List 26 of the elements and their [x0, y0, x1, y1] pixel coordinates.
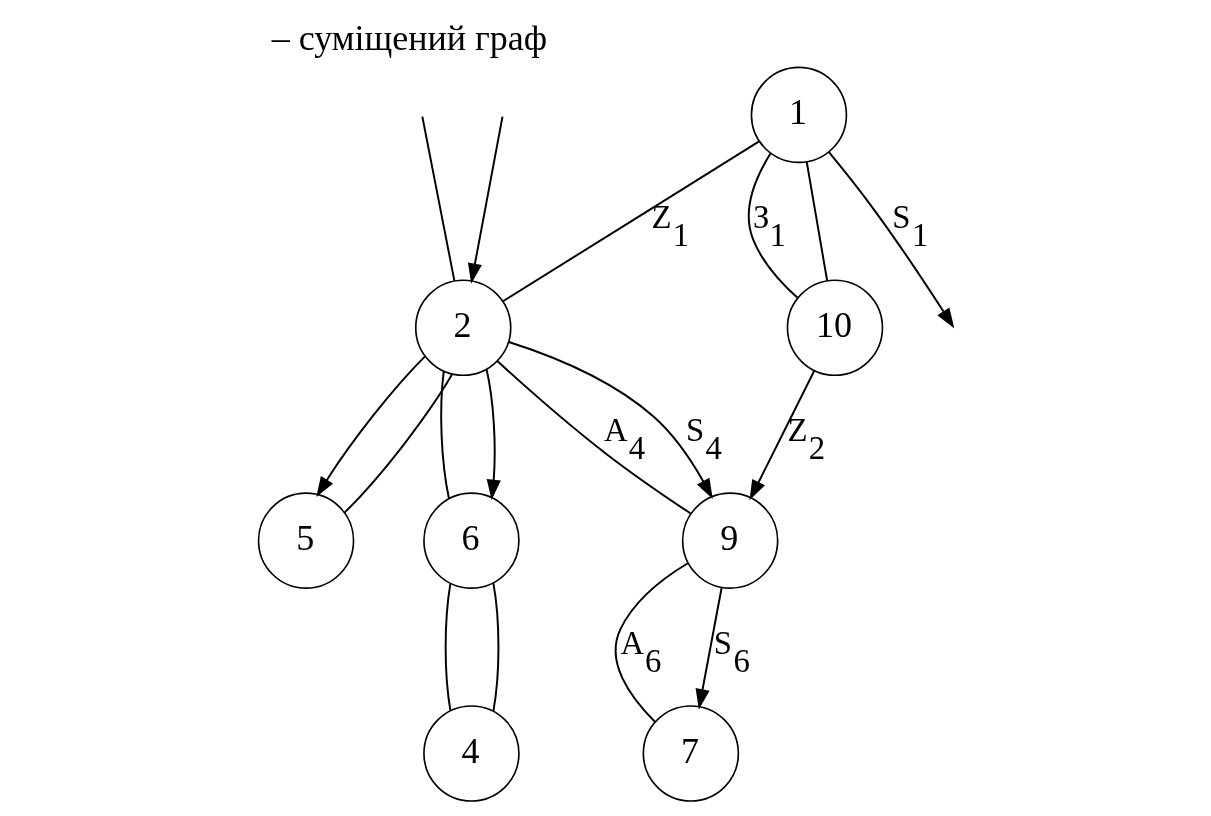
node-circle: 7: [642, 705, 739, 802]
node-circle: 2: [414, 279, 512, 377]
connector: [805, 161, 828, 282]
arrow: [315, 355, 426, 498]
node-circle: 5: [257, 492, 354, 589]
connector: [343, 373, 453, 514]
arrow: [467, 115, 503, 284]
arrow: [485, 368, 501, 501]
diagram-title: – суміщений граф: [271, 18, 547, 59]
connector: [747, 152, 798, 299]
arrow: [695, 586, 723, 710]
node-circle: 1: [750, 66, 847, 164]
arrow: [827, 150, 954, 329]
arrow: [749, 369, 815, 501]
connector: [491, 582, 499, 713]
node-circle: 10: [786, 279, 883, 377]
connector: [439, 370, 450, 500]
arrow: [507, 340, 713, 500]
node-circle: 6: [422, 492, 520, 589]
node-circle: 9: [681, 492, 778, 589]
connector: [496, 360, 692, 515]
connector: [501, 140, 760, 303]
node-circle: 4: [422, 705, 520, 802]
connector: [614, 562, 689, 723]
connector: [444, 582, 451, 712]
connector: [420, 115, 455, 282]
